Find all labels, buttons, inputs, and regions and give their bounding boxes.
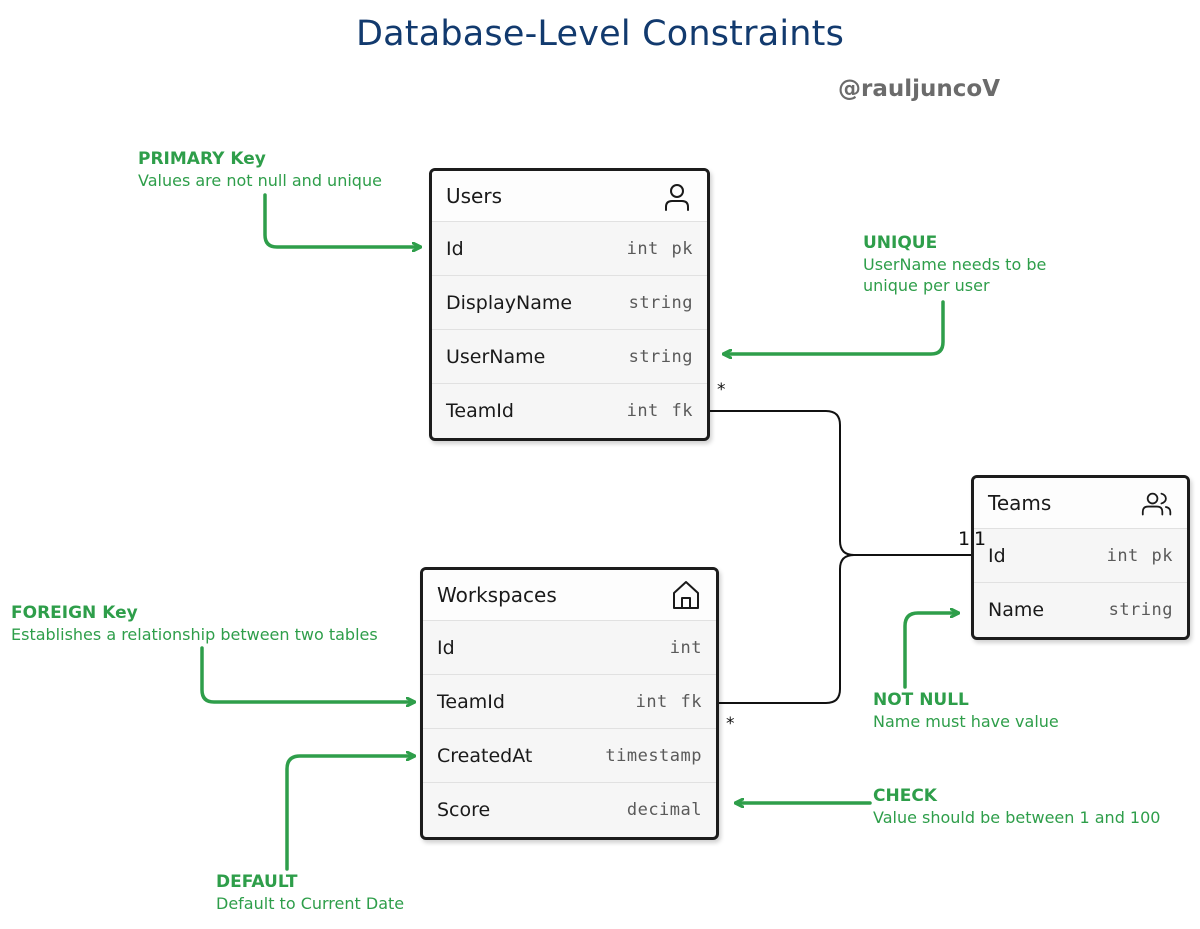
users-table-title: Users (446, 184, 503, 208)
column-name: Id (988, 544, 1006, 567)
arrow-not-null (903, 613, 958, 689)
user-icon (665, 184, 689, 211)
column-type: timestamp (605, 745, 702, 766)
column-type: decimal (626, 800, 702, 820)
column-name: Name (988, 599, 1045, 621)
column-name: Id (446, 237, 464, 260)
annotation-default: DEFAULT Default to Current Date (216, 872, 404, 914)
arrow-primary (263, 193, 420, 247)
annotation-title: FOREIGN Key (11, 603, 138, 623)
workspaces-table-title: Workspaces (437, 583, 557, 607)
users-table-header: Users (432, 171, 707, 222)
column-type: int fk (626, 401, 693, 421)
table-row: TeamId int fk (432, 384, 707, 438)
cardinality-teams-id-a: 1 (958, 528, 971, 550)
annotation-title: CHECK (873, 786, 937, 806)
table-row: UserName string (432, 330, 707, 384)
column-type: int pk (626, 238, 693, 259)
arrow-unique (724, 300, 945, 354)
page-title: Database-Level Constraints (355, 14, 845, 54)
home-icon (673, 581, 699, 609)
author-handle: @rauljuncoV (838, 76, 1000, 102)
workspaces-table-header: Workspaces (423, 570, 716, 621)
annotation-unique: UNIQUE UserName needs to be unique per u… (863, 233, 1046, 296)
table-row: Id int pk (974, 529, 1187, 583)
table-row: CreatedAt timestamp (423, 729, 716, 783)
annotation-foreign-key: FOREIGN Key Establishes a relationship b… (11, 603, 378, 645)
table-row: Id int (423, 621, 716, 675)
column-type: int pk (1106, 545, 1173, 566)
cardinality-workspaces-teamid: * (726, 714, 735, 734)
table-row: Name string (974, 583, 1187, 637)
annotation-not-null: NOT NULL Name must have value (873, 690, 1059, 732)
workspaces-table: Workspaces Id int TeamId int fk CreatedA… (420, 567, 719, 840)
annotation-title: UNIQUE (863, 233, 938, 253)
relation-workspaces-teams (712, 554, 855, 704)
table-row: Score decimal (423, 783, 716, 837)
users-group-icon (1141, 492, 1172, 516)
column-type: string (1108, 600, 1173, 620)
column-name: TeamId (446, 400, 514, 422)
annotation-title: PRIMARY Key (138, 149, 266, 169)
teams-table: Teams Id int pk Name string (971, 475, 1190, 640)
teams-table-header: Teams (974, 478, 1187, 529)
annotation-primary-key: PRIMARY Key Values are not null and uniq… (138, 149, 382, 191)
cardinality-teams-id-b: 1 (974, 528, 987, 550)
column-name: UserName (446, 345, 546, 368)
annotation-title: NOT NULL (873, 690, 969, 710)
relation-users-teams (704, 410, 978, 556)
column-name: Id (437, 636, 455, 659)
users-table: Users Id int pk DisplayName string UserN… (429, 168, 710, 441)
annotation-text: Values are not null and unique (138, 171, 382, 190)
annotation-text: Default to Current Date (216, 894, 405, 913)
table-row: DisplayName string (432, 276, 707, 330)
column-type: string (628, 292, 693, 313)
annotation-text: Establishes a relationship between two t… (11, 625, 378, 644)
column-name: TeamId (437, 690, 505, 713)
column-type: int (669, 637, 702, 658)
annotation-text: Value should be between 1 and 100 (873, 808, 1161, 827)
column-name: CreatedAt (437, 744, 533, 767)
annotation-check: CHECK Value should be between 1 and 100 (873, 786, 1160, 828)
teams-table-title: Teams (988, 491, 1052, 515)
table-row: TeamId int fk (423, 675, 716, 729)
column-name: Score (437, 799, 491, 821)
column-type: int fk (635, 691, 702, 712)
annotation-text: Name must have value (873, 712, 1059, 731)
arrow-default (285, 756, 414, 871)
column-type: string (628, 346, 693, 367)
annotation-text: unique per user (863, 276, 990, 295)
table-row: Id int pk (432, 222, 707, 276)
annotation-title: DEFAULT (216, 872, 298, 892)
arrow-foreign (200, 646, 414, 702)
cardinality-users-teamid: * (717, 380, 726, 400)
column-name: DisplayName (446, 291, 573, 314)
annotation-text: UserName needs to be (863, 255, 1047, 274)
